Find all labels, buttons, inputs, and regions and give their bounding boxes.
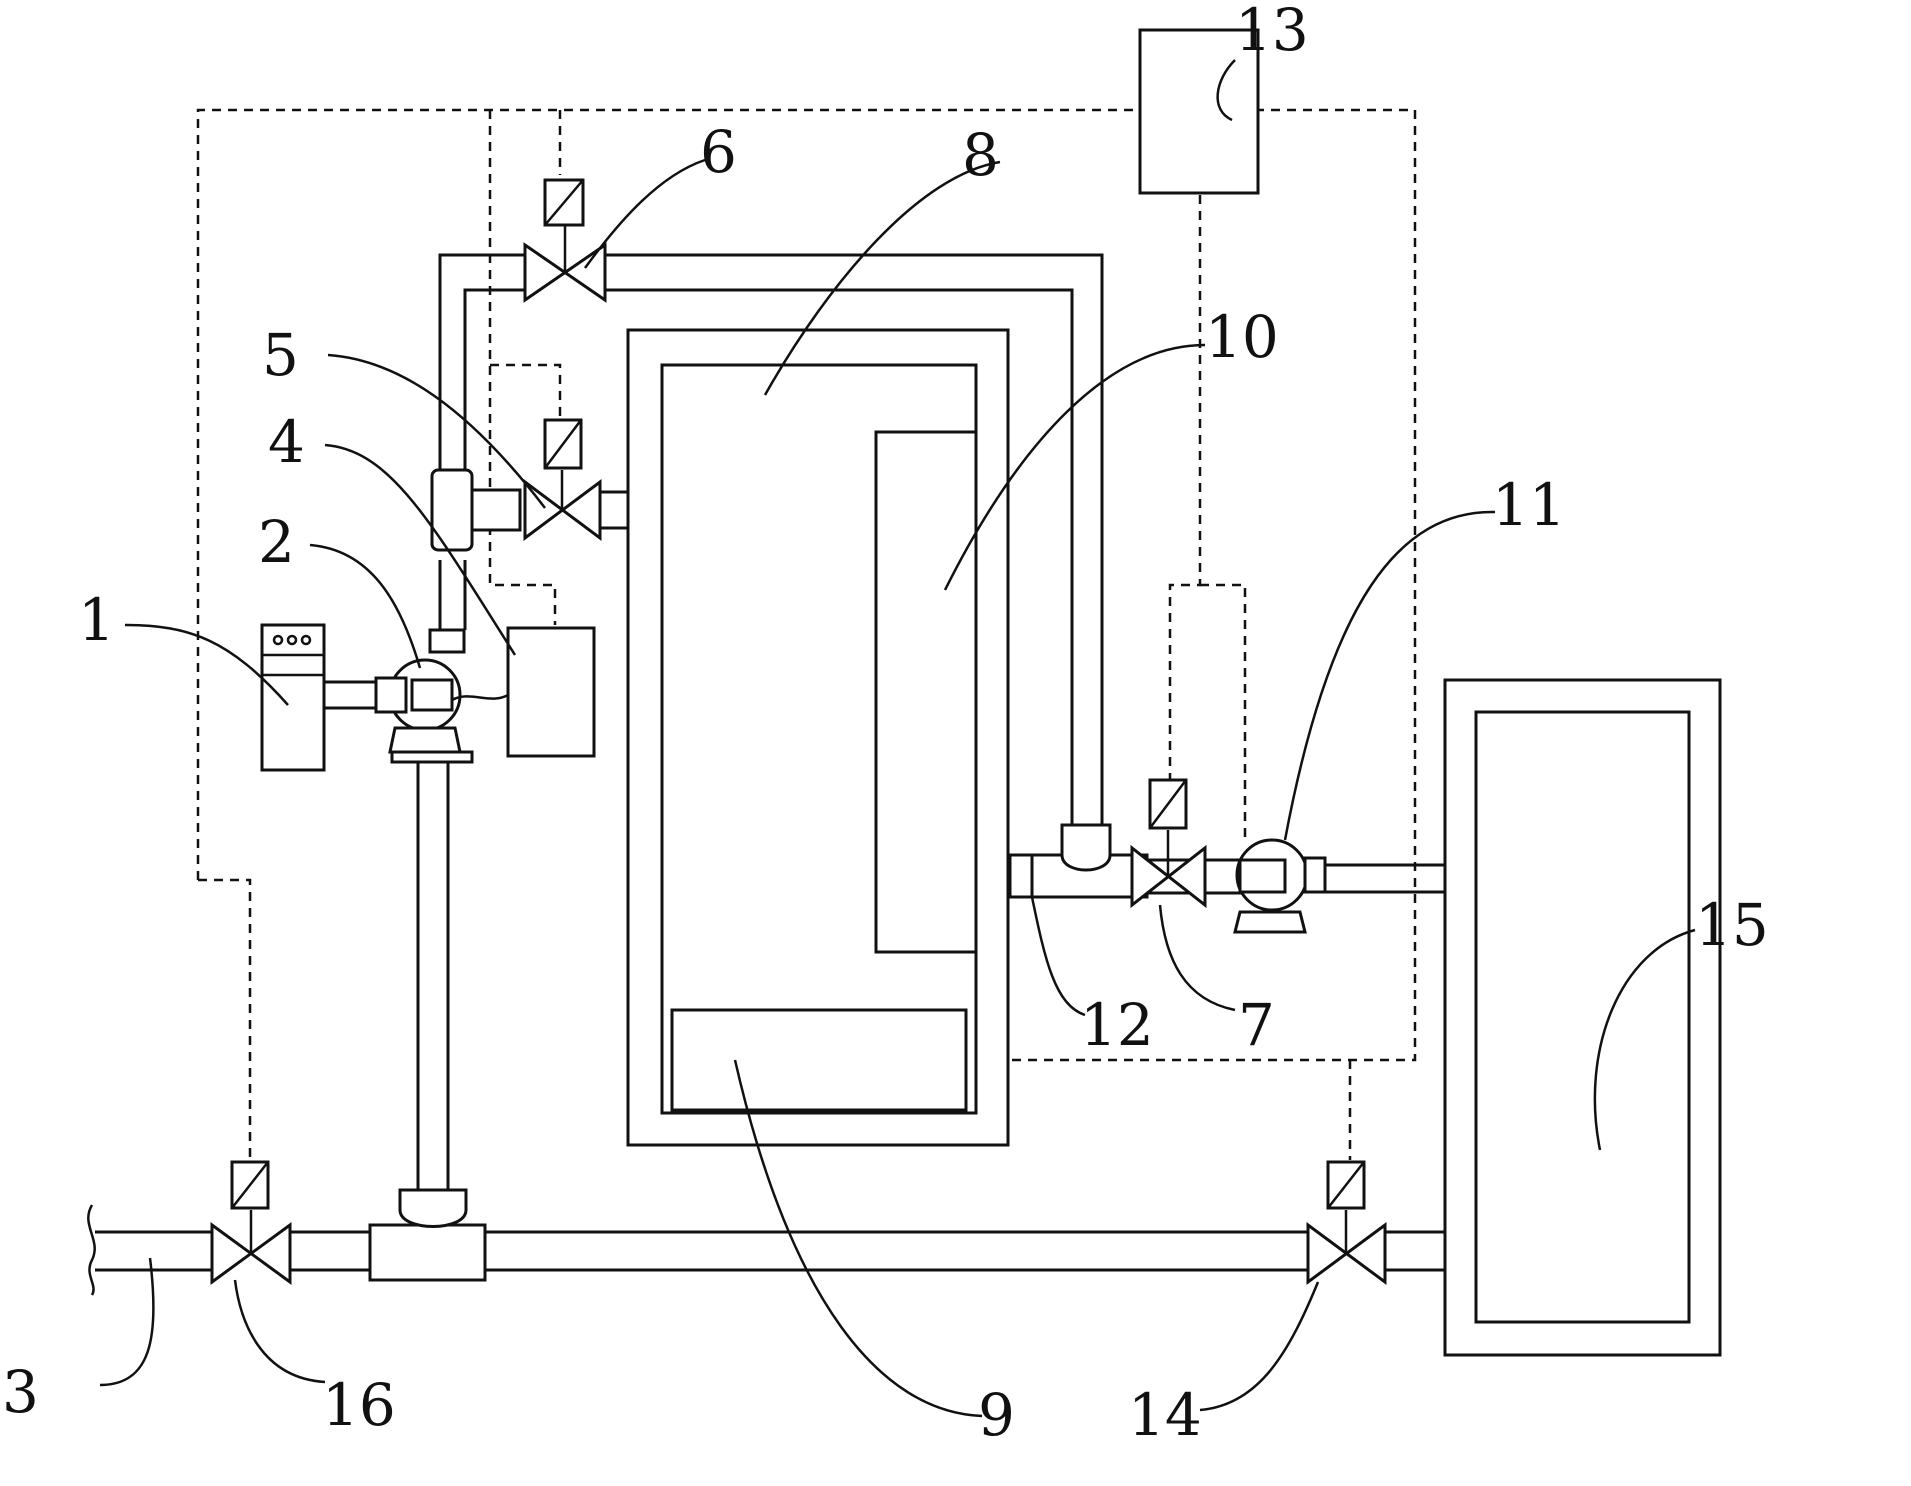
label-1: 1 — [78, 586, 115, 654]
leader-lines — [99, 59, 1696, 1418]
valve-16 — [210, 1160, 292, 1285]
label-15: 15 — [1695, 891, 1769, 959]
label-5: 5 — [262, 321, 299, 389]
valve-5 — [523, 418, 602, 541]
label-13: 13 — [1235, 0, 1309, 64]
label-3: 3 — [2, 1358, 39, 1426]
label-4: 4 — [268, 408, 305, 476]
valve-7 — [1130, 778, 1207, 909]
control-lines — [196, 108, 1417, 1160]
bottom-module-9 — [670, 1008, 968, 1112]
label-12: 12 — [1080, 991, 1154, 1059]
labels: 1 2 3 4 5 6 8 10 11 12 7 13 9 15 14 16 — [2, 0, 1769, 1449]
signal-cable — [451, 693, 509, 702]
valve-14 — [1306, 1160, 1387, 1285]
valve-6 — [523, 178, 607, 303]
label-11: 11 — [1492, 471, 1566, 539]
pump-2 — [388, 560, 467, 754]
inner-module-10 — [874, 430, 978, 954]
riser-pipe — [390, 750, 474, 1190]
tee-fitting — [430, 468, 628, 552]
label-9: 9 — [978, 1381, 1015, 1449]
box-4 — [506, 626, 596, 758]
upper-loop-pipe — [438, 253, 1104, 825]
bottom-tee — [368, 1188, 487, 1282]
outlet-line — [1008, 823, 1252, 899]
vessel — [626, 328, 1010, 1147]
tank-15 — [1443, 678, 1722, 1357]
label-16: 16 — [322, 1371, 396, 1439]
label-10: 10 — [1205, 303, 1279, 371]
label-14: 14 — [1128, 1381, 1202, 1449]
driver-1 — [260, 623, 408, 772]
label-6: 6 — [700, 118, 737, 186]
controller-box — [1138, 28, 1260, 195]
pump-11 — [1233, 838, 1445, 934]
label-8: 8 — [962, 121, 999, 189]
label-7: 7 — [1238, 991, 1275, 1059]
label-2: 2 — [258, 508, 295, 576]
bottom-main-pipe — [87, 1204, 1445, 1296]
